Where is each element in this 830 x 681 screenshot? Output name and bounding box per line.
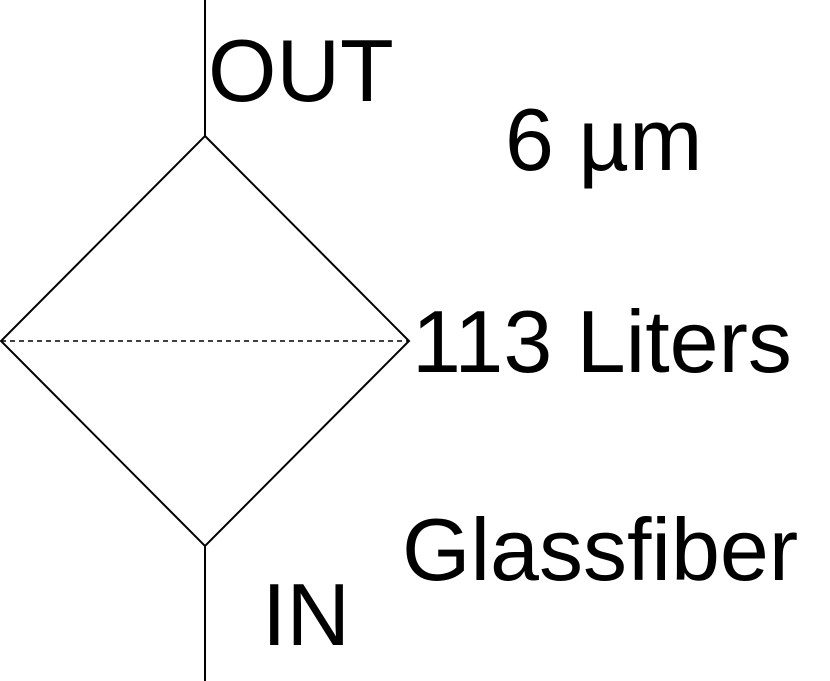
outlet-label: OUT: [208, 21, 394, 120]
volume-label: 113 Liters: [412, 292, 792, 391]
inlet-label: IN: [262, 565, 350, 664]
pore-size-label: 6 µm: [505, 90, 702, 189]
material-label: Glassfiber: [402, 500, 798, 599]
